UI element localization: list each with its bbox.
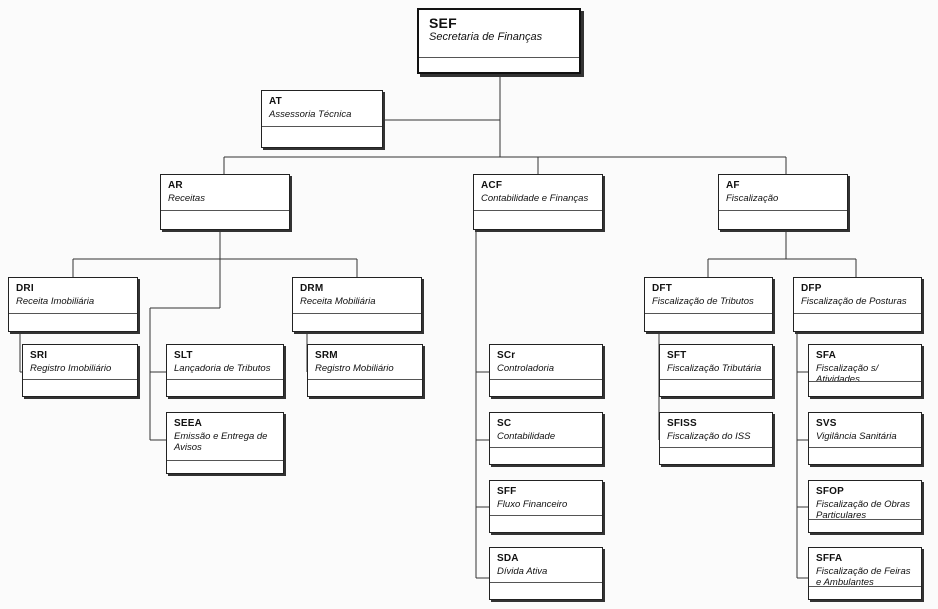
unit-code: SLT	[174, 350, 193, 361]
unit-box-dft: DFT Fiscalização de Tributos	[644, 277, 773, 332]
unit-box-srm: SRM Registro Mobiliário	[307, 344, 423, 397]
unit-box-dfp: DFP Fiscalização de Posturas	[793, 277, 922, 332]
unit-box-at: AT Assessoria Técnica	[261, 90, 383, 148]
box-divider	[719, 210, 847, 211]
unit-box-sfop: SFOP Fiscalização de Obras Particulares	[808, 480, 922, 533]
unit-box-sc: SC Contabilidade	[489, 412, 603, 465]
unit-box-sfiss: SFISS Fiscalização do ISS	[659, 412, 773, 465]
unit-code: SDA	[497, 553, 519, 564]
box-divider	[490, 447, 602, 448]
box-divider	[9, 313, 137, 314]
unit-code: ACF	[481, 180, 503, 191]
unit-name: Fiscalização de Posturas	[801, 296, 907, 307]
unit-code: SFOP	[816, 486, 845, 497]
unit-name: Receita Mobiliária	[300, 296, 376, 307]
unit-name: Fiscalização do ISS	[667, 431, 751, 442]
unit-box-svs: SVS Vigilância Sanitária	[808, 412, 922, 465]
unit-name: Secretaria de Finanças	[429, 31, 543, 43]
unit-name: Registro Imobiliário	[30, 363, 112, 374]
unit-name: Assessoria Técnica	[269, 109, 352, 120]
box-divider	[660, 379, 772, 380]
unit-box-sfa: SFA Fiscalização s/ Atividades	[808, 344, 922, 397]
unit-box-seea: SEEA Emissão e Entrega de Avisos	[166, 412, 284, 474]
unit-box-dri: DRI Receita Imobiliária	[8, 277, 138, 332]
unit-box-af: AF Fiscalização	[718, 174, 848, 230]
unit-code: DFP	[801, 283, 822, 294]
unit-box-sri: SRI Registro Imobiliário	[22, 344, 138, 397]
unit-name: Contabilidade e Finanças	[481, 193, 589, 204]
box-divider	[645, 313, 772, 314]
box-divider	[167, 379, 283, 380]
box-divider	[490, 515, 602, 516]
unit-code: SFISS	[667, 418, 697, 429]
unit-code: SEF	[429, 15, 457, 31]
unit-name: Dívida Ativa	[497, 566, 548, 577]
box-divider	[161, 210, 289, 211]
unit-name: Fiscalização s/ Atividades	[816, 363, 879, 385]
unit-box-drm: DRM Receita Mobiliária	[292, 277, 422, 332]
unit-code: AT	[269, 96, 282, 107]
unit-code: SCr	[497, 350, 516, 361]
unit-code: SEEA	[174, 418, 203, 429]
box-divider	[809, 447, 921, 448]
unit-code: SFA	[816, 350, 837, 361]
unit-name: Fiscalização de Feiras e Ambulantes	[816, 566, 911, 588]
box-divider	[490, 379, 602, 380]
unit-name: Contabilidade	[497, 431, 556, 442]
unit-name: Fiscalização Tributária	[667, 363, 762, 374]
unit-name: Fiscalização	[726, 193, 779, 204]
unit-code: SFFA	[816, 553, 843, 564]
box-divider	[419, 57, 579, 58]
unit-name: Receita Imobiliária	[16, 296, 95, 307]
unit-box-sffa: SFFA Fiscalização de Feiras e Ambulantes	[808, 547, 922, 600]
box-divider	[490, 582, 602, 583]
unit-code: SFF	[497, 486, 517, 497]
unit-name: Emissão e Entrega de Avisos	[174, 431, 268, 453]
box-divider	[308, 379, 422, 380]
box-divider	[809, 381, 921, 382]
unit-code: SC	[497, 418, 512, 429]
box-divider	[167, 460, 283, 461]
unit-code: DRM	[300, 283, 324, 294]
box-divider	[23, 379, 137, 380]
box-divider	[474, 210, 602, 211]
unit-name: Controladoria	[497, 363, 555, 374]
box-divider	[809, 586, 921, 587]
unit-name: Lançadoria de Tributos	[174, 363, 271, 374]
unit-code: DRI	[16, 283, 34, 294]
unit-box-sff: SFF Fluxo Financeiro	[489, 480, 603, 533]
box-divider	[660, 447, 772, 448]
unit-name: Fiscalização de Tributos	[652, 296, 754, 307]
unit-name: Registro Mobiliário	[315, 363, 394, 374]
unit-code: AF	[726, 180, 740, 191]
unit-box-ar: AR Receitas	[160, 174, 290, 230]
unit-name: Receitas	[168, 193, 205, 204]
unit-name: Fluxo Financeiro	[497, 499, 568, 510]
box-divider	[293, 313, 421, 314]
unit-box-sft: SFT Fiscalização Tributária	[659, 344, 773, 397]
unit-code: SFT	[667, 350, 687, 361]
unit-code: DFT	[652, 283, 673, 294]
unit-name: Fiscalização de Obras Particulares	[816, 499, 910, 521]
unit-code: AR	[168, 180, 183, 191]
box-divider	[794, 313, 921, 314]
box-divider	[262, 126, 382, 127]
unit-box-sda: SDA Dívida Ativa	[489, 547, 603, 600]
unit-box-slt: SLT Lançadoria de Tributos	[166, 344, 284, 397]
unit-name: Vigilância Sanitária	[816, 431, 897, 442]
unit-code: SRM	[315, 350, 338, 361]
unit-box-acf: ACF Contabilidade e Finanças	[473, 174, 603, 230]
unit-code: SRI	[30, 350, 48, 361]
box-divider	[809, 519, 921, 520]
unit-code: SVS	[816, 418, 837, 429]
